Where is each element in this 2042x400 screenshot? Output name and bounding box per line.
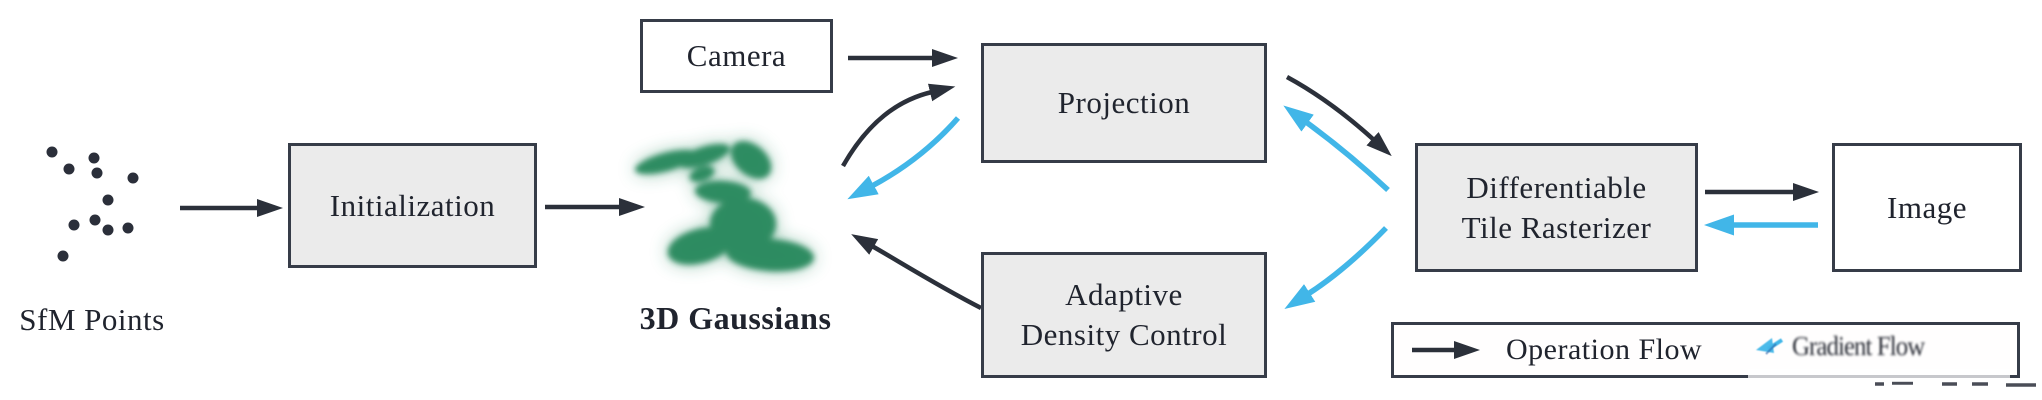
sfm-point xyxy=(68,219,80,231)
sfm-point xyxy=(57,250,69,262)
node-adaptive-density-control: Adaptive Density Control xyxy=(981,252,1267,378)
gradient-arrow-rasterizer-to-density-control xyxy=(1284,226,1388,310)
sfm-point xyxy=(102,224,114,236)
node-image-label: Image xyxy=(1887,189,1967,225)
sfm-point xyxy=(122,222,134,234)
artifact-white-strip xyxy=(1748,369,2010,382)
sfm-point xyxy=(88,152,100,164)
arrow-projection-to-rasterizer xyxy=(1285,75,1392,157)
operation-flow-label: Operation Flow xyxy=(1506,333,1703,366)
node-projection: Projection xyxy=(981,43,1267,163)
sfm-point xyxy=(46,146,58,158)
gradient-arrow-rasterizer-to-projection xyxy=(1283,105,1390,193)
sfm-point xyxy=(91,167,103,179)
3d-gaussians-illustration xyxy=(632,133,816,275)
node-projection-label: Projection xyxy=(1057,85,1191,120)
node-differentiable-tile-rasterizer-label: Differentiable Tile Rasterizer xyxy=(1461,169,1652,245)
node-initialization: Initialization xyxy=(288,143,537,268)
gradient-flow-label: Gradient Flow xyxy=(1792,331,1925,361)
legend-box: Operation Flow xyxy=(1391,322,2020,378)
node-differentiable-tile-rasterizer: Differentiable Tile Rasterizer xyxy=(1415,143,1698,272)
sfm-point xyxy=(127,172,139,184)
arrow-density-control-to-gaussians xyxy=(851,234,983,311)
gradient-arrow-projection-to-gaussians xyxy=(847,116,961,200)
sfm-points-label: SfM Points xyxy=(19,302,165,337)
node-camera: Camera xyxy=(640,19,833,93)
operation-flow-arrow-icon xyxy=(1412,341,1480,359)
artifact-dashes xyxy=(1875,381,2036,387)
gradient-flow-arrow-icon xyxy=(1756,337,1784,355)
3d-gaussians-label: 3D Gaussians xyxy=(639,300,832,336)
node-adaptive-density-control-label: Adaptive Density Control xyxy=(1020,277,1228,352)
sfm-point-cloud xyxy=(46,146,139,262)
node-image: Image xyxy=(1832,143,2022,272)
sfm-point xyxy=(102,194,114,206)
node-camera-label: Camera xyxy=(686,38,787,73)
arrow-gaussians-to-projection xyxy=(841,83,956,168)
sfm-point xyxy=(89,214,101,226)
node-initialization-label: Initialization xyxy=(329,187,496,223)
legend-gradient-flow-entry: Gradient Flow xyxy=(1752,331,1936,362)
sfm-point xyxy=(63,163,75,175)
